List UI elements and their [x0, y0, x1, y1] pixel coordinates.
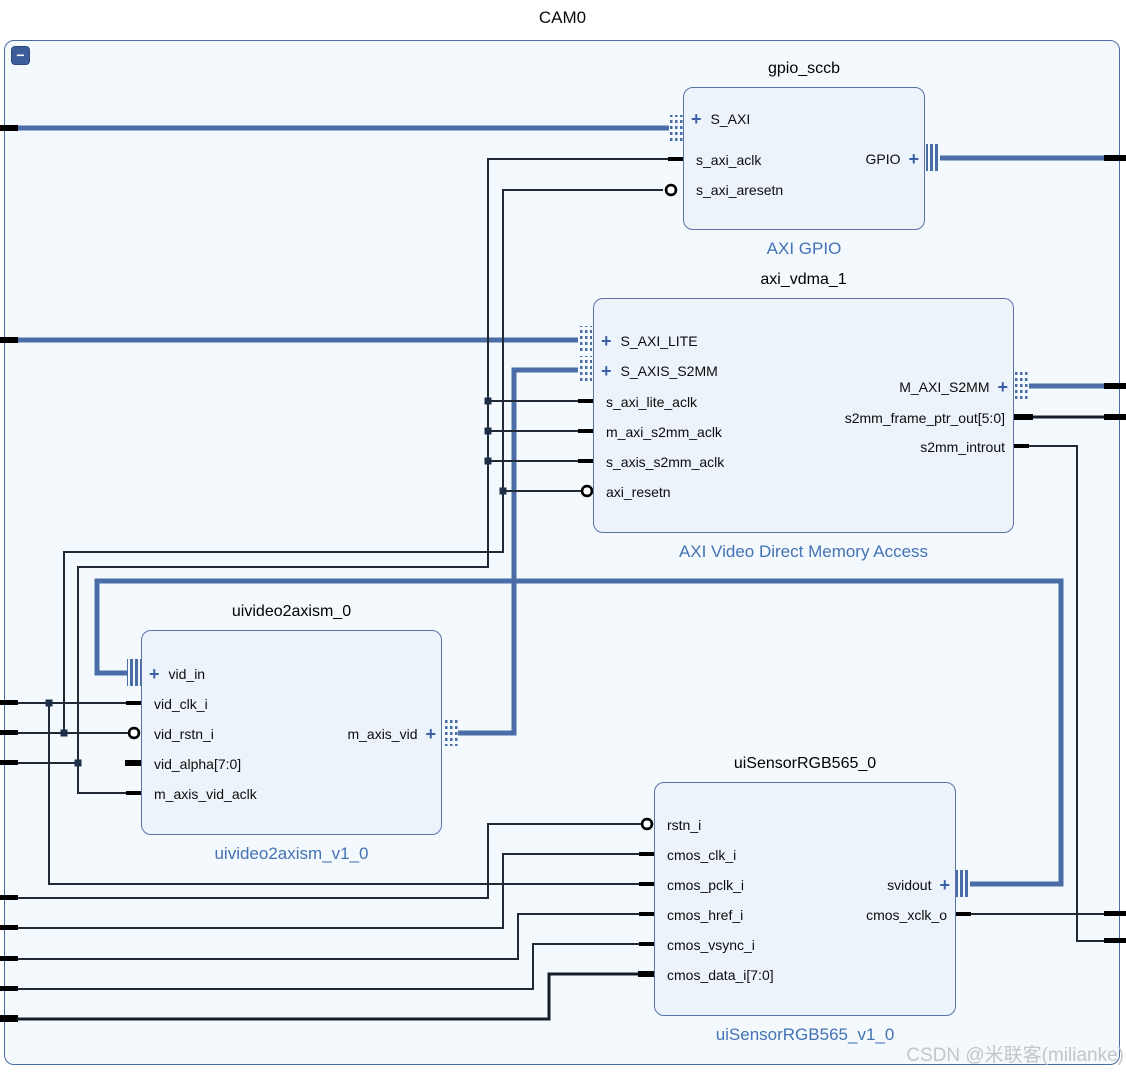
port-label: m_axi_s2mm_aclk [606, 424, 722, 440]
port-label: cmos_pclk_i [667, 877, 745, 893]
port-label: S_AXI_LITE [620, 333, 698, 349]
block-axi-vdma-1[interactable]: axi_vdma_1 + S_AXI_LITE + S_AXIS_S2MM s_… [593, 271, 1014, 561]
port-label: s_axi_aclk [696, 152, 762, 168]
expand-plus-icon[interactable]: + [939, 875, 950, 895]
port-label: axi_resetn [606, 484, 671, 500]
block-gpio-sccb[interactable]: gpio_sccb + S_AXI s_axi_aclk s_axi_arese… [683, 60, 925, 258]
port-m-axis-vid-aclk[interactable]: m_axis_vid_aclk [142, 783, 441, 805]
port-label: s_axi_aresetn [696, 182, 784, 198]
port-label: s_axis_s2mm_aclk [606, 454, 725, 470]
port-cmos-href-i[interactable]: cmos_href_i [655, 904, 955, 926]
block-type-label: AXI GPIO [766, 239, 842, 258]
port-label: vid_rstn_i [154, 726, 214, 742]
block-instance-name: axi_vdma_1 [760, 271, 847, 288]
port-label: cmos_href_i [667, 907, 744, 923]
port-s2mm-frame-ptr-out[interactable]: s2mm_frame_ptr_out[5:0] [594, 407, 1013, 429]
block-instance-name: uiSensorRGB565_0 [733, 755, 877, 772]
port-vid-clk-i[interactable]: vid_clk_i [142, 693, 441, 715]
expand-plus-icon[interactable]: + [908, 149, 919, 169]
port-s2mm-introut[interactable]: s2mm_introut [594, 436, 1013, 458]
port-vid-in[interactable]: + vid_in [142, 663, 441, 685]
port-s-axis-s2mm[interactable]: + S_AXIS_S2MM [594, 360, 1013, 382]
port-label: rstn_i [667, 817, 702, 833]
port-rstn-i[interactable]: rstn_i [655, 814, 955, 836]
port-s-axi[interactable]: + S_AXI [684, 108, 924, 130]
expand-plus-icon[interactable]: + [601, 331, 612, 351]
port-cmos-pclk-i[interactable]: cmos_pclk_i [655, 874, 955, 896]
block-instance-name: gpio_sccb [767, 60, 841, 77]
port-s-axi-lite-aclk[interactable]: s_axi_lite_aclk [594, 391, 1013, 413]
port-label: S_AXI [710, 111, 751, 127]
block-uisensorrgb565-0[interactable]: uiSensorRGB565_0 rstn_i cmos_clk_i cmos_… [654, 755, 956, 1044]
watermark-text: CSDN @米联客(milianke) [906, 1045, 1124, 1066]
block-type-label: uiSensorRGB565_v1_0 [715, 1025, 895, 1044]
port-axi-resetn[interactable]: axi_resetn [594, 481, 1013, 503]
expand-plus-icon[interactable]: + [997, 377, 1008, 397]
port-vid-rstn-i[interactable]: vid_rstn_i [142, 723, 441, 745]
port-label: vid_alpha[7:0] [154, 756, 242, 772]
port-label: S_AXIS_S2MM [620, 363, 718, 379]
port-m-axi-s2mm-aclk[interactable]: m_axi_s2mm_aclk [594, 421, 1013, 443]
port-vid-alpha[interactable]: vid_alpha[7:0] [142, 753, 441, 775]
block-type-label: AXI Video Direct Memory Access [678, 542, 929, 561]
port-cmos-vsync-i[interactable]: cmos_vsync_i [655, 934, 955, 956]
port-label: cmos_xclk_o [866, 907, 947, 923]
expand-plus-icon[interactable]: + [149, 664, 160, 684]
port-label: M_AXI_S2MM [899, 379, 990, 395]
block-instance-name: uivideo2axism_0 [231, 603, 352, 620]
port-s-axi-lite[interactable]: + S_AXI_LITE [594, 330, 1013, 352]
port-s-axi-aresetn[interactable]: s_axi_aresetn [684, 179, 924, 201]
expand-plus-icon[interactable]: + [691, 109, 702, 129]
port-label: vid_in [168, 666, 206, 682]
port-cmos-clk-i[interactable]: cmos_clk_i [655, 844, 955, 866]
block-uivideo2axism-0[interactable]: uivideo2axism_0 + vid_in vid_clk_i vid_r… [141, 603, 442, 863]
port-gpio[interactable]: GPIO + [684, 148, 924, 170]
port-label: s2mm_introut [920, 439, 1005, 455]
port-label: cmos_vsync_i [667, 937, 755, 953]
port-label: cmos_data_i[7:0] [667, 967, 774, 983]
port-s-axis-s2mm-aclk[interactable]: s_axis_s2mm_aclk [594, 451, 1013, 473]
port-label: svidout [887, 877, 932, 893]
port-svidout[interactable]: svidout + [655, 874, 955, 896]
port-label: vid_clk_i [154, 696, 208, 712]
port-s-axi-aclk[interactable]: s_axi_aclk [684, 149, 924, 171]
port-cmos-xclk-o[interactable]: cmos_xclk_o [655, 904, 955, 926]
port-label: GPIO [865, 151, 901, 167]
block-type-label: uivideo2axism_v1_0 [214, 844, 369, 863]
port-label: s2mm_frame_ptr_out[5:0] [844, 410, 1005, 426]
expand-plus-icon[interactable]: + [425, 724, 436, 744]
collapse-icon[interactable]: − [11, 46, 30, 65]
port-label: cmos_clk_i [667, 847, 737, 863]
port-label: m_axis_vid_aclk [154, 786, 257, 802]
expand-plus-icon[interactable]: + [601, 361, 612, 381]
port-label: m_axis_vid [347, 726, 418, 742]
port-m-axi-s2mm[interactable]: M_AXI_S2MM + [594, 376, 1013, 398]
port-label: s_axi_lite_aclk [606, 394, 698, 410]
hierarchy-title: CAM0 [538, 8, 587, 27]
port-m-axis-vid[interactable]: m_axis_vid + [142, 723, 441, 745]
port-cmos-data-i[interactable]: cmos_data_i[7:0] [655, 964, 955, 986]
